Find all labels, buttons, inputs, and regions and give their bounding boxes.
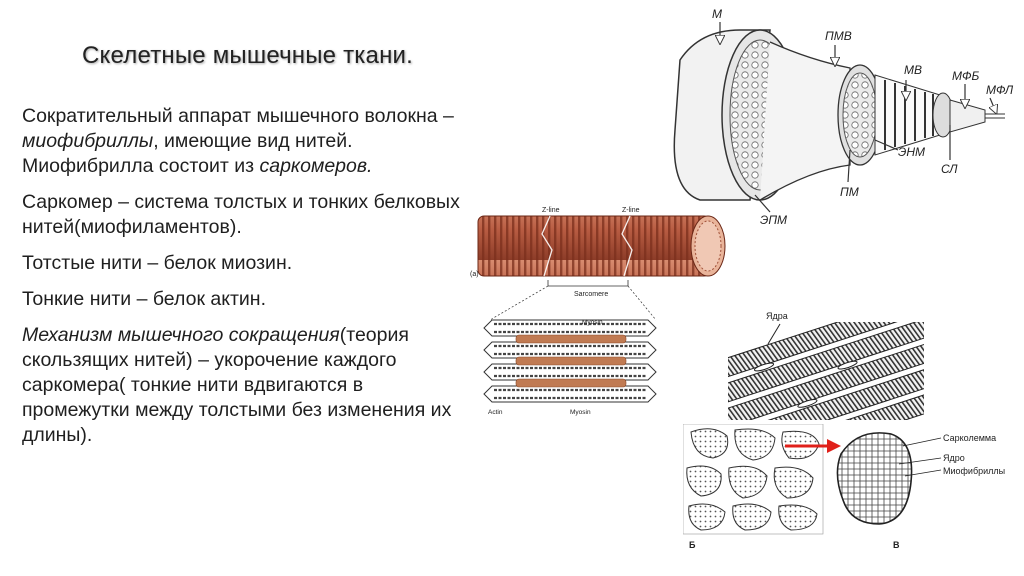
- label-m: М: [712, 7, 722, 21]
- paragraph-2: Саркомер – система толстых и тонких белк…: [22, 191, 460, 238]
- panel-a-label: (a): [470, 271, 479, 278]
- muscle-structure-figure: М ПМВ МВ МФБ МФЛ ЭНМ СЛ ПМ ЭПМ: [673, 7, 1014, 227]
- nuclei-label: Ядра: [766, 311, 788, 321]
- paragraph-4: Тонкие нити – белок актин.: [22, 288, 266, 310]
- zline-label-2: Z-line: [622, 207, 640, 214]
- panel-b-label: Б: [689, 540, 696, 550]
- body-text: Сократительный аппарат мышечного волокна…: [22, 104, 472, 448]
- sarcomere-label: Sarcomere: [574, 291, 608, 298]
- myofibrils-label: Миофибриллы: [943, 466, 1005, 476]
- label-pmv: ПМВ: [825, 29, 852, 43]
- myosin-label-top: Myosin: [582, 319, 603, 326]
- sarcolemma-label: Сарколемма: [943, 433, 996, 443]
- myosin-label-bottom: Myosin: [570, 409, 591, 416]
- panel-v-label: В: [893, 540, 900, 550]
- striated-fibers-figure: Ядра: [728, 311, 924, 420]
- label-sl: СЛ: [941, 162, 958, 176]
- label-enm: ЭНМ: [898, 145, 925, 159]
- actin-label: Actin: [488, 409, 503, 416]
- paragraph-5: Механизм мышечного сокращения(теория ско…: [22, 324, 452, 446]
- nucleus-label: Ядро: [943, 453, 965, 463]
- label-epm: ЭПМ: [760, 213, 787, 227]
- cross-section-figure: Сарколемма Ядро Миофибриллы Б В: [683, 424, 1005, 550]
- label-mv: МВ: [904, 63, 922, 77]
- zline-label-1: Z-line: [542, 207, 560, 214]
- paragraph-3: Тотстые нити – белок миозин.: [22, 252, 293, 274]
- label-pm: ПМ: [840, 185, 859, 199]
- slide-title: Скелетные мышечные ткани.: [82, 42, 413, 69]
- label-mfl: МФЛ: [986, 83, 1014, 97]
- sarcomere-figure: Z-line Z-line Sarcomere (a) Myosin Actin…: [470, 207, 726, 416]
- label-mfb: МФБ: [952, 69, 980, 83]
- paragraph-1: Сократительный аппарат мышечного волокна…: [22, 105, 454, 177]
